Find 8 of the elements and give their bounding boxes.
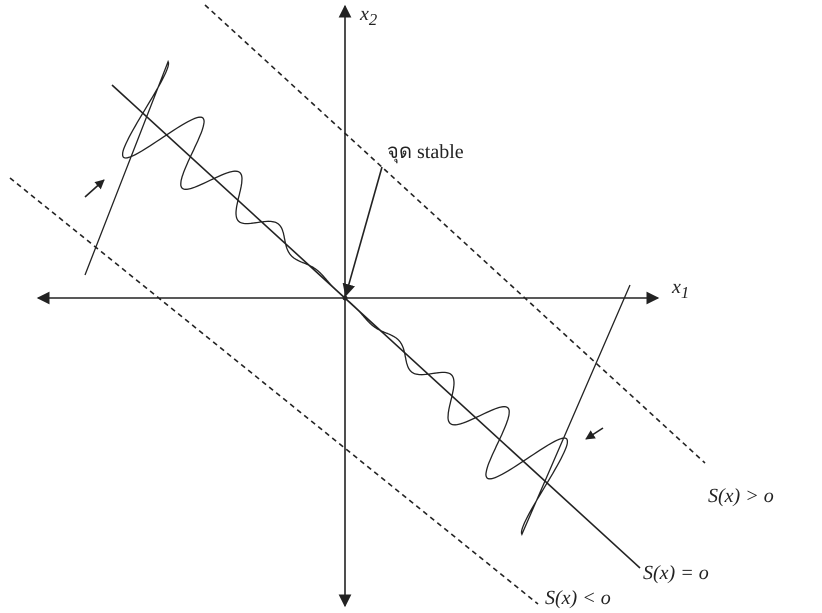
region-label: S(x) > o [708, 485, 774, 508]
axis-label: x$_{1}$ [672, 276, 690, 303]
line-label: S(x) = o [643, 562, 709, 585]
region-label: S(x) < o [545, 587, 611, 610]
leader-line [342, 166, 383, 297]
axis-label: x$_{2}$ [360, 3, 378, 30]
equilibrium-point [342, 296, 348, 300]
point-label: จุด stable [387, 135, 464, 167]
